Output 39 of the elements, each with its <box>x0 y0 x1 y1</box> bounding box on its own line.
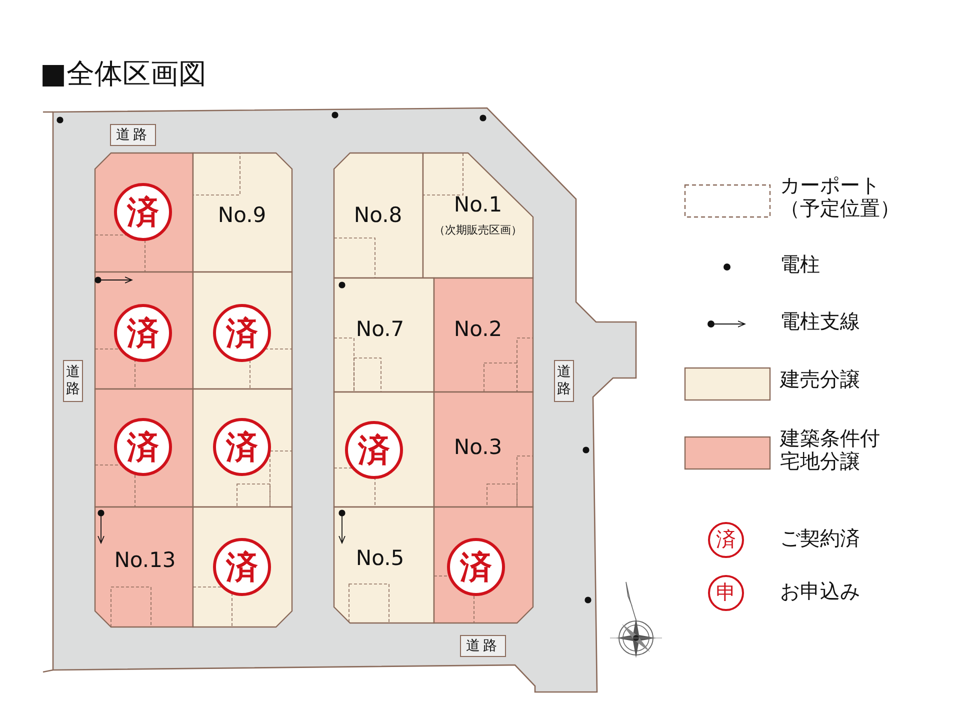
legend-text: 電柱 <box>780 253 821 276</box>
legend-text: 建築条件付宅地分譲 <box>780 427 881 473</box>
lot <box>334 392 434 507</box>
stamp: 済 <box>708 522 744 558</box>
road-label: 道路 <box>460 635 506 657</box>
lot-number: No.2 <box>454 317 502 341</box>
lot-number: No.1 <box>454 192 502 216</box>
lot-note: （次期販売区画） <box>434 222 522 238</box>
lot <box>434 278 533 392</box>
lot <box>193 153 292 272</box>
lot <box>193 272 292 389</box>
lot <box>434 392 533 507</box>
lot-number: No.9 <box>218 203 266 227</box>
lot <box>334 507 434 623</box>
lot-number: No.7 <box>356 317 404 341</box>
lot <box>334 278 434 392</box>
legend-text: 電柱支線 <box>780 310 861 333</box>
road-label: 道路 <box>110 124 156 146</box>
lot <box>334 153 423 278</box>
legend-text: 建売分譲 <box>780 368 861 391</box>
lot <box>95 389 193 507</box>
legend-text: ご契約済 <box>780 527 861 550</box>
title: ■全体区画図 <box>40 60 206 88</box>
legend-text: カーポート（予定位置） <box>780 174 901 220</box>
lot <box>95 272 193 389</box>
lot <box>95 153 193 272</box>
road-label: 道路 <box>554 360 574 402</box>
lot <box>193 389 292 507</box>
lot-number: No.13 <box>114 548 176 572</box>
stamp: 申 <box>708 575 744 611</box>
lot-number: No.3 <box>454 435 502 459</box>
lot-number: No.5 <box>356 546 404 570</box>
lot <box>95 507 193 627</box>
lot <box>423 153 533 278</box>
road-label: 道路 <box>63 360 83 402</box>
lot-number: No.8 <box>354 203 402 227</box>
lot <box>434 507 533 623</box>
legend-text: お申込み <box>780 580 861 603</box>
lot <box>193 507 292 627</box>
